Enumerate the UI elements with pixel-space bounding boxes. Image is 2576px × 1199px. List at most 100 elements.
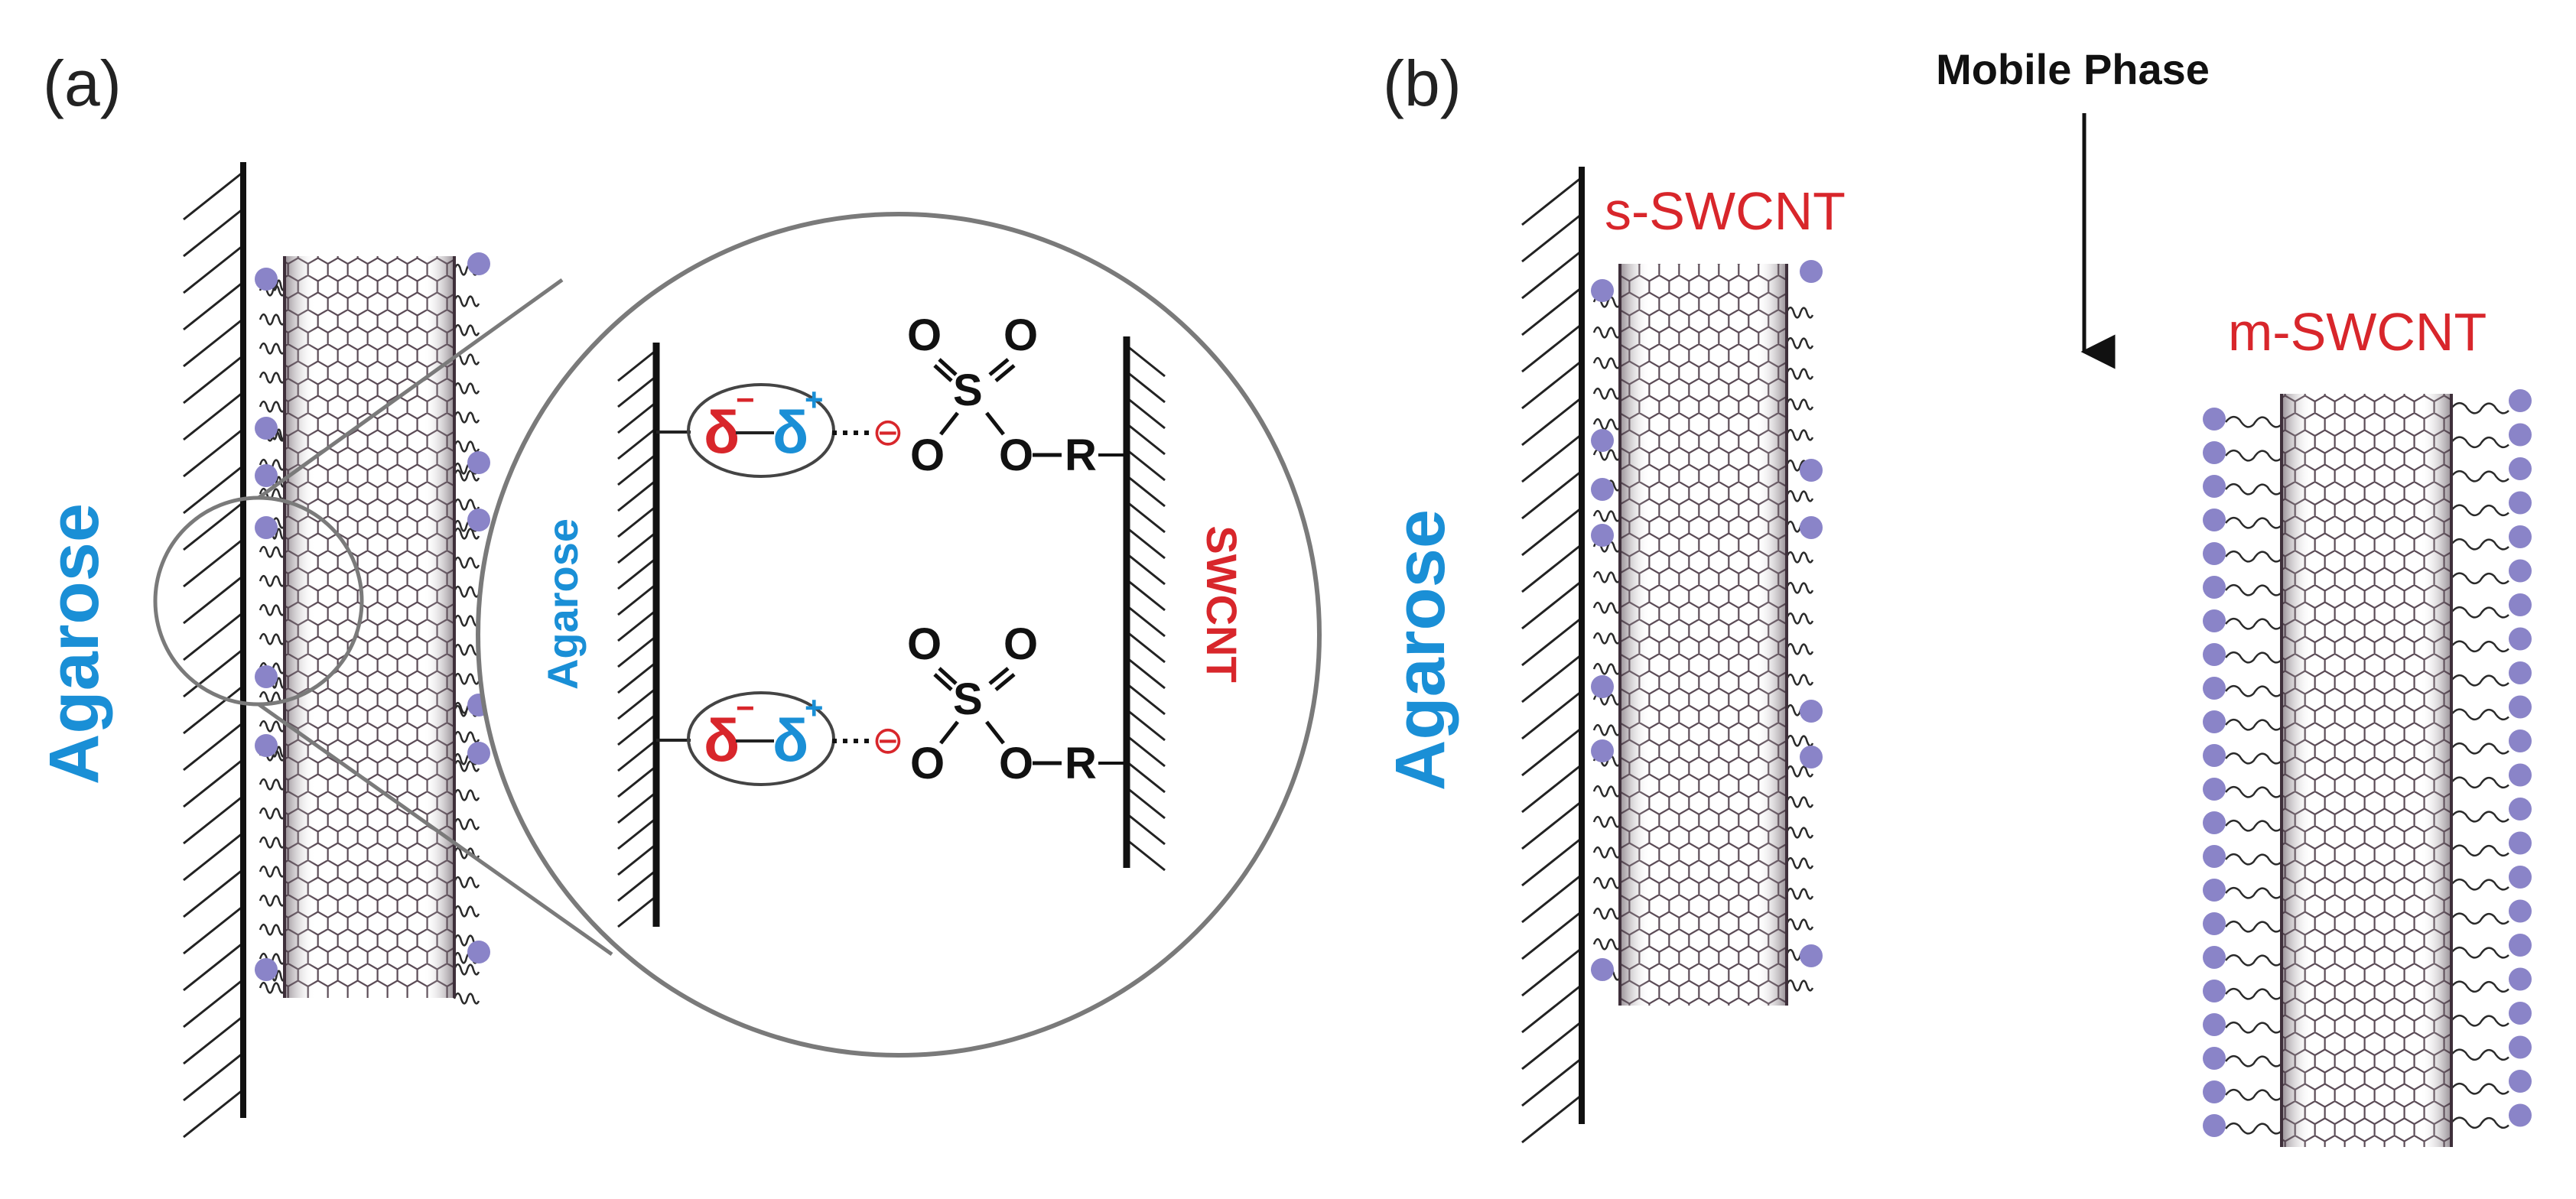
surfactant-tail <box>2225 617 2282 630</box>
hatch-line <box>183 538 244 588</box>
panel-b-agarose-wall <box>1521 167 1585 1144</box>
hatch-line <box>617 687 657 720</box>
surfactant-head <box>2203 778 2226 801</box>
hatch-line <box>617 505 657 538</box>
surfactant-tail <box>2451 1082 2509 1095</box>
surfactant-tail <box>453 556 480 569</box>
surfactant-tail <box>259 632 286 645</box>
delta-pos-sup-upper: + <box>805 382 824 418</box>
hatch-line <box>1126 604 1166 638</box>
hatch-line <box>1126 370 1166 404</box>
surfactant-head <box>1591 675 1614 698</box>
hatch-line <box>1126 630 1166 664</box>
panel-a-agarose-wall <box>183 162 246 1139</box>
delta-neg-sup-upper: − <box>736 382 755 418</box>
surfactant-tail <box>2225 1021 2282 1034</box>
surfactant-tail <box>259 981 286 994</box>
surfactant-tail <box>453 382 480 395</box>
surfactant-tail <box>453 294 480 307</box>
surfactant-tail <box>259 807 286 820</box>
hatch-line <box>183 427 244 478</box>
mobile-phase-label: Mobile Phase <box>1936 45 2210 93</box>
r-group-lower: R <box>1065 739 1097 788</box>
oxygen-top-right-lower: O <box>1003 619 1038 669</box>
hatch-line <box>617 479 657 512</box>
surfactant-head <box>2509 866 2532 889</box>
hatch-line <box>183 501 244 551</box>
hatch-line <box>1126 656 1166 690</box>
hatch-line <box>1521 359 1582 410</box>
hatch-line <box>617 583 657 616</box>
hatch-line <box>1521 543 1582 593</box>
hatch-line <box>1521 433 1582 483</box>
zoom-swcnt-label: SWCNT <box>1198 525 1246 682</box>
oxygen-top-left-upper: O <box>907 310 942 360</box>
surfactant-head <box>2203 576 2226 599</box>
panel-a-nanotube <box>283 256 456 998</box>
zoom-molecule-lower: δ − δ + ⊖ O O S O O R <box>656 619 1127 788</box>
hatch-line <box>1521 323 1582 373</box>
surfactant-tail <box>2225 920 2282 933</box>
panel-a: (a) Agarose Agarose <box>35 47 1322 1139</box>
surfactant-head <box>467 941 490 963</box>
hatch-line <box>617 661 657 694</box>
surfactant-tail <box>1592 418 1621 431</box>
surfactant-head <box>255 734 278 757</box>
surfactant-tail <box>2451 606 2509 619</box>
surfactant-head <box>2203 509 2226 531</box>
surfactant-head <box>2509 967 2532 991</box>
surfactant-head <box>2509 831 2532 855</box>
surfactant-tail <box>1785 612 1814 625</box>
hatch-line <box>617 453 657 486</box>
surfactant-tail <box>2225 954 2282 967</box>
surfactant-tail <box>259 342 286 355</box>
surfactant-tail <box>1785 551 1814 564</box>
surfactant-head <box>255 516 278 539</box>
hatch-line <box>183 574 244 625</box>
surfactant-tail <box>2451 674 2509 687</box>
surfactant-tail <box>453 788 480 801</box>
hatch-line <box>617 427 657 460</box>
surfactant-head <box>2203 811 2226 834</box>
surfactant-head <box>2509 559 2532 583</box>
surfactant-tail <box>1785 918 1814 931</box>
surfactant-head <box>2203 744 2226 767</box>
surfactant-tail <box>1785 979 1814 992</box>
oxygen-bottom-left-lower: O <box>910 739 945 788</box>
hatch-line <box>183 244 244 294</box>
hatch-line <box>183 684 244 735</box>
surfactant-tail <box>1592 448 1621 461</box>
surfactant-tail <box>2225 684 2282 697</box>
hatch-line <box>1521 837 1582 887</box>
surfactant-head <box>1591 524 1614 547</box>
hatch-line <box>183 831 244 882</box>
hatch-line <box>183 905 244 955</box>
surfactant-head <box>2203 475 2226 498</box>
hatch-line <box>617 375 657 408</box>
surfactant-head <box>255 417 278 440</box>
surfactant-tail <box>1785 428 1814 441</box>
hatch-line <box>1521 1020 1582 1071</box>
surfactant-head <box>2509 525 2532 548</box>
panel-a-agarose-label: Agarose <box>35 503 113 785</box>
surfactant-head <box>2203 1080 2226 1103</box>
surfactant-tail <box>2451 504 2509 517</box>
surfactant-head <box>467 742 490 765</box>
surfactant-tail <box>259 371 286 384</box>
surfactant-tail <box>1592 815 1621 828</box>
surfactant-tail <box>1785 306 1814 319</box>
surfactant-tail <box>2451 640 2509 653</box>
surfactant-tail <box>2451 810 2509 823</box>
surfactant-tail <box>259 603 286 616</box>
surfactant-tail <box>2225 516 2282 529</box>
surfactant-head <box>2509 661 2532 684</box>
hatch-line <box>183 1015 244 1065</box>
surfactant-tail <box>453 963 480 976</box>
panel-a-zoom-line-top <box>257 278 564 500</box>
surfactant-tail <box>259 487 286 500</box>
s-swcnt-surfactant-tails <box>1592 295 1814 992</box>
hatch-line <box>1521 580 1582 630</box>
surfactant-tail <box>2451 1014 2509 1027</box>
hatch-line <box>1126 812 1166 846</box>
surfactant-tail <box>1592 907 1621 920</box>
